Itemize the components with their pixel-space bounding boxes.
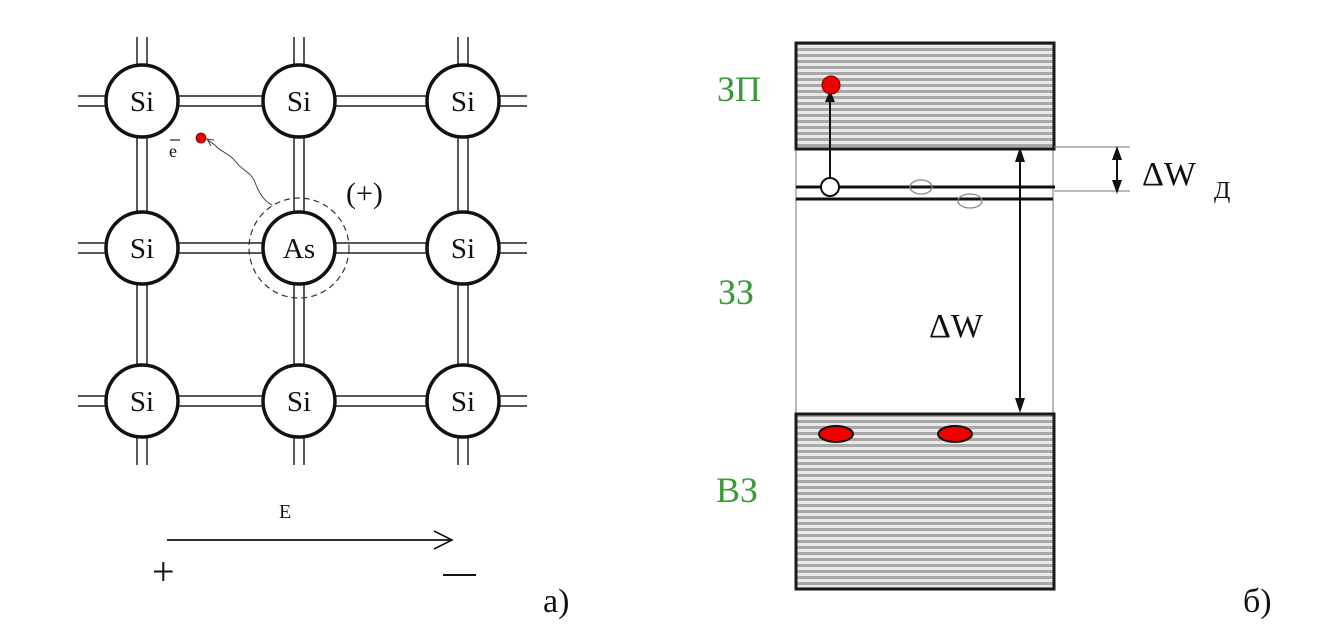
free-electron (195, 132, 207, 144)
silicon-atom (261, 63, 337, 139)
excitation-arrowhead-icon (825, 90, 835, 102)
arsenic-atom (261, 210, 337, 286)
figure-b-caption: б) (1243, 583, 1272, 620)
donor-gap-subscript: Д (1214, 178, 1230, 204)
band-gap-arrowhead-top-icon (1015, 147, 1025, 162)
donor-gap-label: ΔW (1142, 156, 1197, 193)
band-gap-label: ΔW (929, 308, 984, 345)
forbidden-gap-label: ЗЗ (718, 272, 754, 312)
silicon-atom-label: Si (287, 386, 311, 418)
donor-gap-arrowhead-top-icon (1112, 146, 1122, 160)
plus-terminal: + (152, 549, 175, 594)
valence-band (794, 412, 1056, 591)
arsenic-atom-label: As (283, 233, 315, 265)
silicon-atom-label: Si (451, 386, 475, 418)
silicon-atom-label: Si (130, 386, 154, 418)
electron-label: e (169, 141, 177, 161)
silicon-atom-label: Si (287, 86, 311, 118)
field-arrowhead-icon (433, 530, 454, 550)
silicon-atom-label: Si (451, 233, 475, 265)
ionized-donor (820, 177, 840, 197)
silicon-atom (425, 63, 501, 139)
conduction-band (794, 41, 1056, 151)
silicon-atom (104, 63, 180, 139)
donor-gap-arrowhead-bottom-icon (1112, 180, 1122, 194)
field-label: E (279, 501, 291, 523)
empty-donor-state (909, 179, 933, 195)
silicon-atom-label: Si (130, 86, 154, 118)
electron-trajectory (207, 139, 273, 206)
silicon-atom-label: Si (130, 233, 154, 265)
silicon-atom (261, 363, 337, 439)
valence-electron (937, 425, 973, 443)
figure-a-caption: а) (543, 583, 569, 620)
valence-band-label: ВЗ (716, 470, 758, 510)
silicon-atom (104, 363, 180, 439)
silicon-atom-label: Si (451, 86, 475, 118)
empty-donor-state (957, 193, 983, 209)
conduction-electron (821, 75, 841, 95)
valence-electron (818, 425, 854, 443)
silicon-atom (425, 210, 501, 286)
ion-charge-label: (+) (346, 177, 383, 210)
conduction-band-label: ЗП (717, 69, 761, 109)
trajectory-arrowhead-icon (206, 138, 215, 147)
silicon-atom (425, 363, 501, 439)
ion-halo (248, 197, 350, 299)
band-gap-arrowhead-bottom-icon (1015, 398, 1025, 413)
silicon-atom (104, 210, 180, 286)
